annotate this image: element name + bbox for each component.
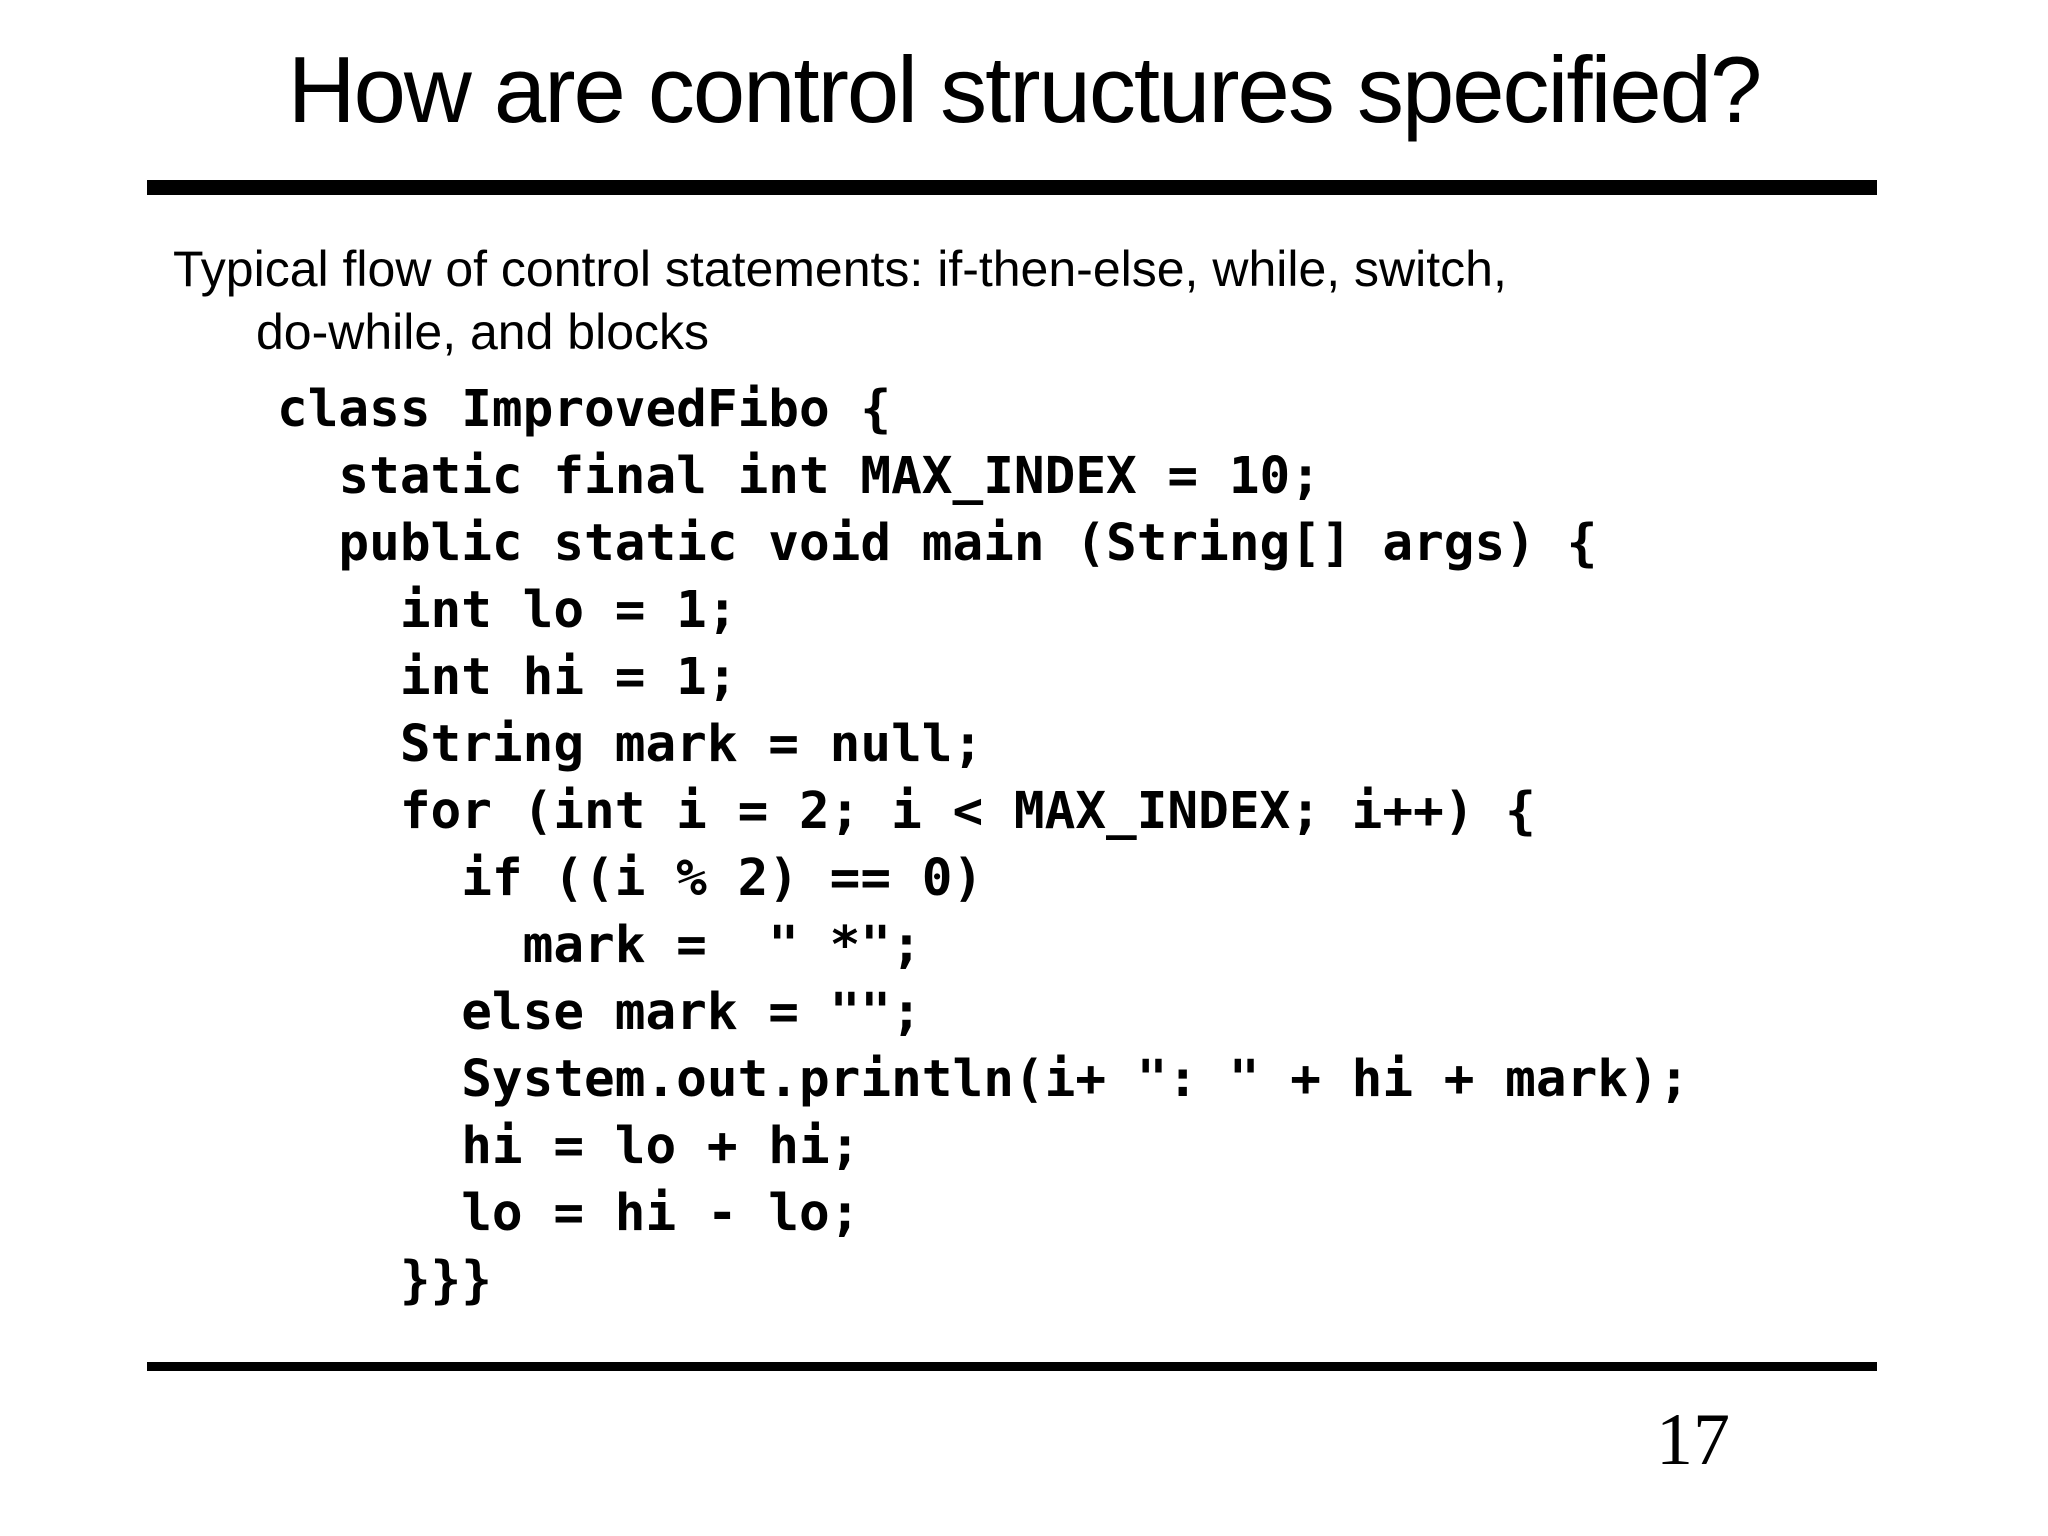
code-sample: class ImprovedFibo { static final int MA… xyxy=(277,380,1690,1310)
body-text-line-2: do-while, and blocks xyxy=(256,304,710,360)
body-text-line-1: Typical flow of control statements: if-t… xyxy=(173,241,1507,297)
title-divider-rule xyxy=(147,180,1877,195)
page-title: How are control structures specified? xyxy=(287,37,1762,142)
body-text: Typical flow of control statements: if-t… xyxy=(173,238,1507,364)
footer-divider-rule xyxy=(147,1362,1877,1371)
page-number: 17 xyxy=(1656,1399,1730,1481)
